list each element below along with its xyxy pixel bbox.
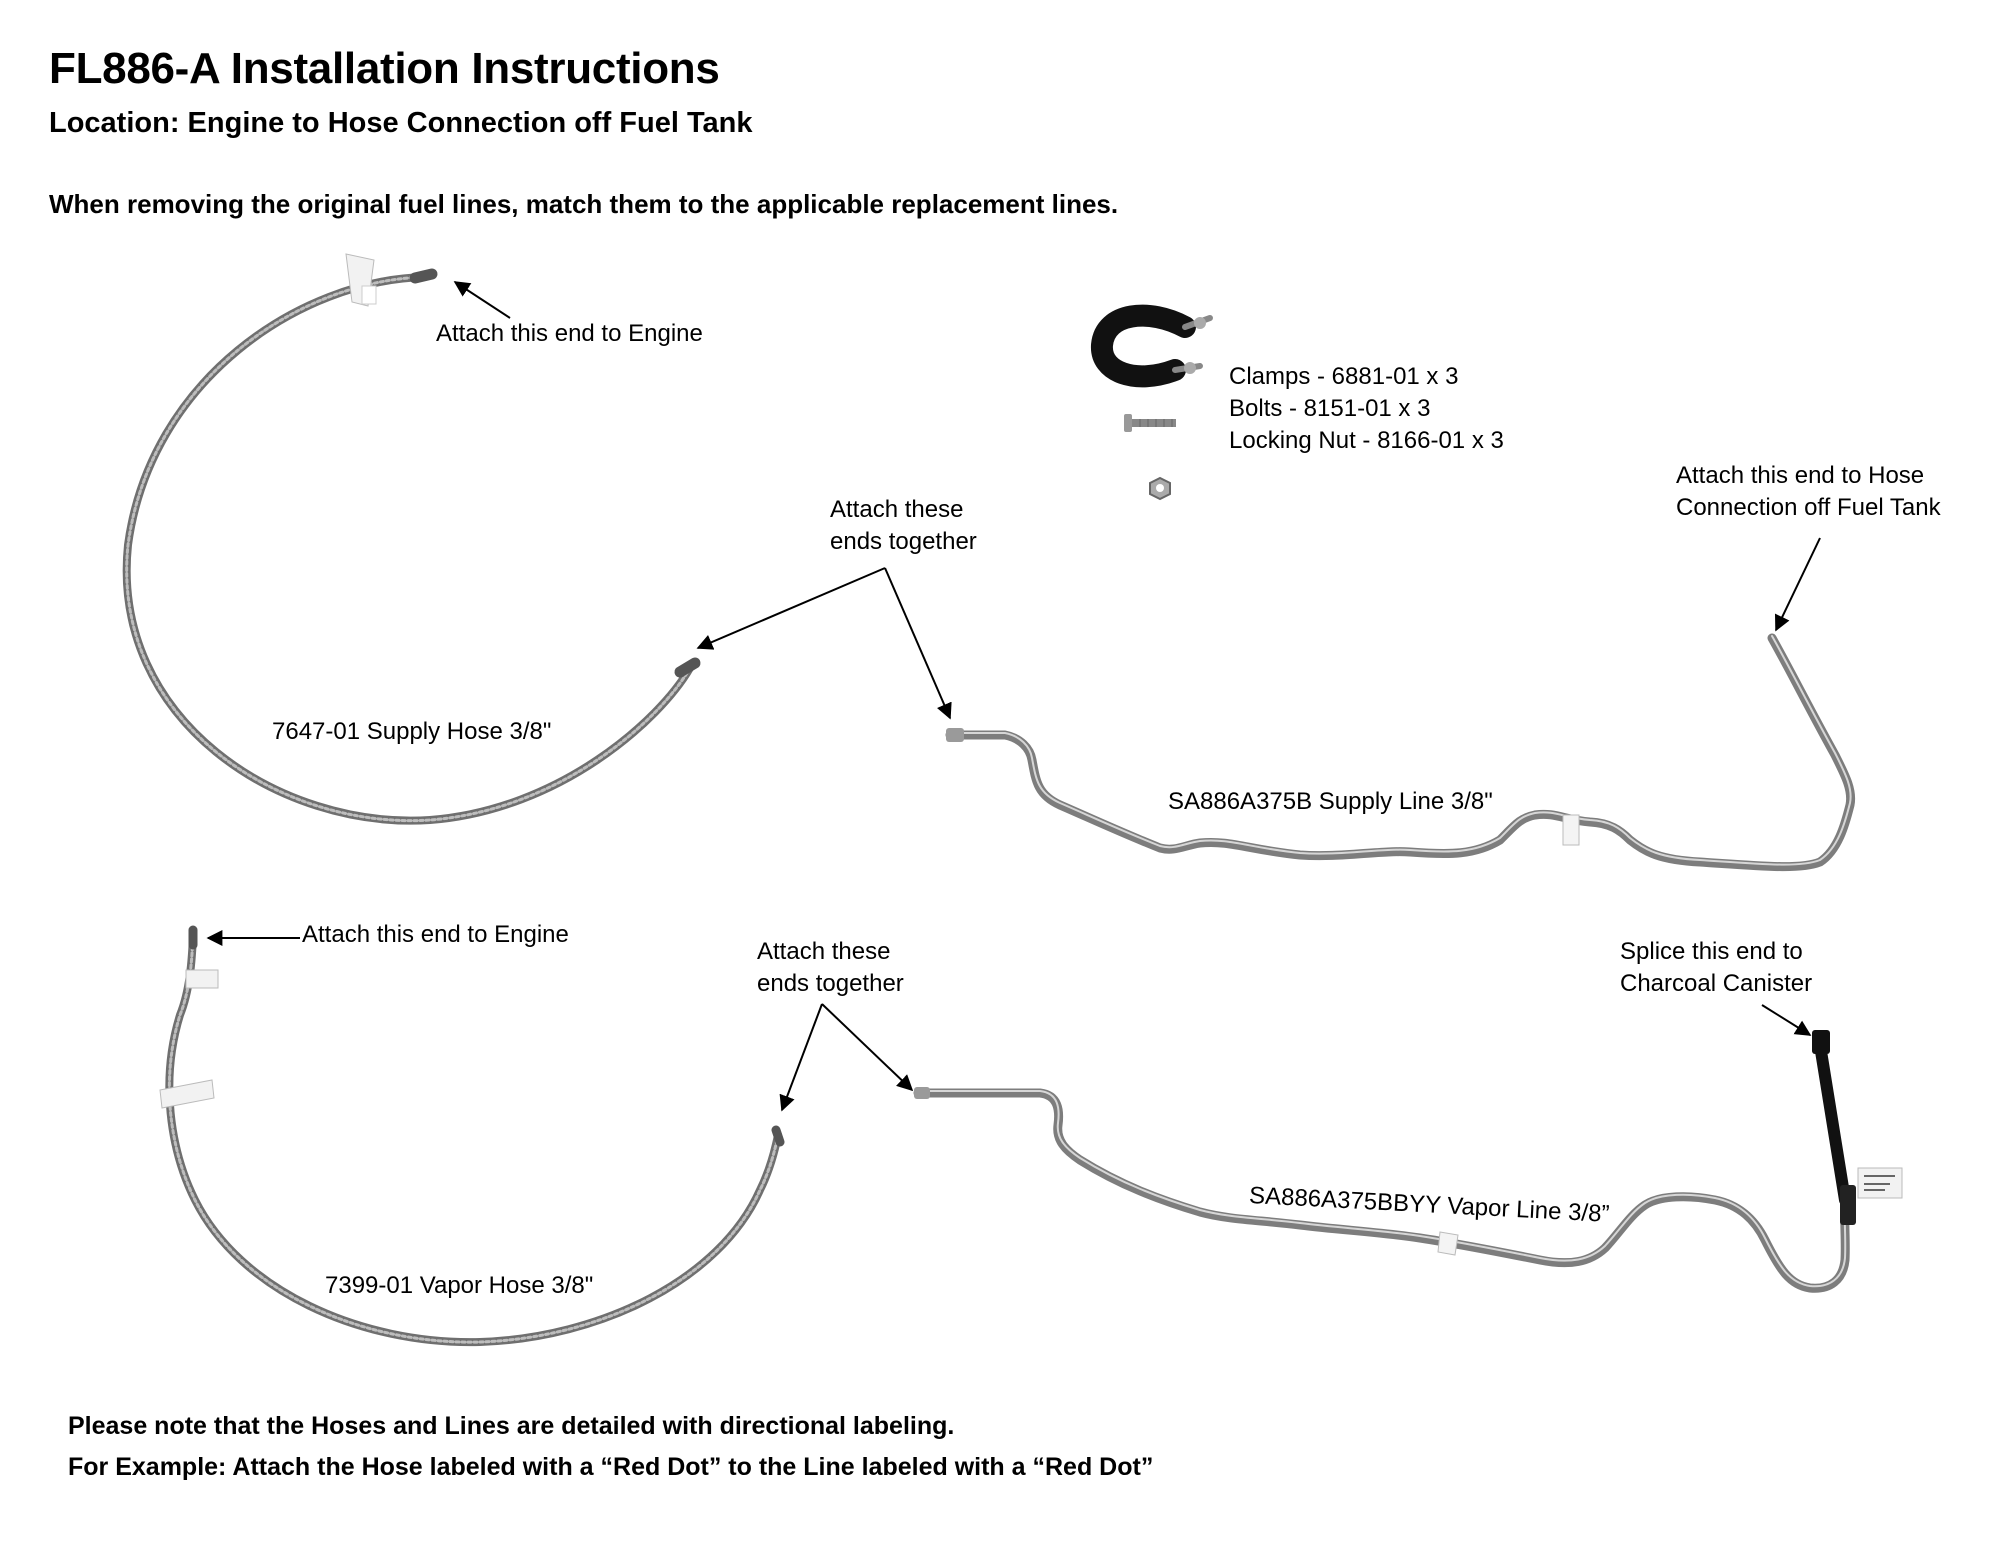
vapor-hose-tag-upper — [185, 969, 219, 989]
supply-join-callout-line-1: Attach these — [830, 496, 964, 523]
page-title: FL886-A Installation Instructions — [49, 44, 720, 93]
supply-engine-callout: Attach this end to Engine — [436, 320, 703, 347]
supply-join-arrow-right — [884, 567, 952, 720]
supply-hose-label: 7647-01 Supply Hose 3/8" — [272, 718, 552, 745]
vapor-join-callout: Attach these ends together — [757, 936, 904, 1000]
hardware-item-bolts: Bolts - 8151-01 x 3 — [1229, 395, 1431, 422]
supply-join-callout: Attach these ends together — [830, 494, 977, 558]
hardware-item-clamps: Clamps - 6881-01 x 3 — [1229, 363, 1459, 390]
supply-line-label: SA886A375B Supply Line 3/8" — [1168, 788, 1493, 815]
vapor-join-arrow-left — [779, 1003, 823, 1112]
canister-arrow — [1761, 1004, 1812, 1036]
intro-instruction: When removing the original fuel lines, m… — [49, 189, 1119, 219]
tank-callout-line-2: Connection off Fuel Tank — [1676, 494, 1941, 521]
supply-line — [945, 633, 1856, 872]
tank-callout: Attach this end to Hose Connection off F… — [1676, 460, 1941, 524]
hardware-list: Clamps - 6881-01 x 3 Bolts - 8151-01 x 3… — [1229, 361, 1504, 457]
bolt-part — [1124, 414, 1176, 432]
supply-join-arrow-left — [696, 567, 886, 650]
vapor-hose — [165, 925, 785, 1347]
red-dot-example-note: For Example: Attach the Hose labeled wit… — [68, 1453, 1154, 1481]
vapor-engine-callout: Attach this end to Engine — [302, 921, 569, 948]
charcoal-canister-connector — [1812, 1030, 1903, 1225]
directional-labeling-note: Please note that the Hoses and Lines are… — [68, 1412, 955, 1440]
vapor-hose-label: 7399-01 Vapor Hose 3/8" — [325, 1272, 594, 1299]
tank-callout-line-1: Attach this end to Hose — [1676, 462, 1925, 489]
supply-hose — [122, 268, 701, 825]
vapor-line-tag — [1437, 1231, 1459, 1256]
hardware-item-nuts: Locking Nut - 8166-01 x 3 — [1229, 427, 1504, 454]
canister-callout-line-2: Charcoal Canister — [1620, 970, 1813, 997]
supply-engine-arrow — [453, 281, 511, 319]
canister-callout: Splice this end to Charcoal Canister — [1620, 936, 1812, 1000]
supply-join-callout-line-2: ends together — [830, 528, 977, 555]
vapor-join-callout-line-2: ends together — [757, 970, 904, 997]
nut-part — [1149, 476, 1171, 501]
vapor-hose-tag-lower — [159, 1079, 215, 1109]
vapor-join-arrow-right — [821, 1003, 914, 1092]
vapor-line — [913, 1087, 1850, 1293]
supply-hose-tag — [345, 253, 377, 307]
supply-line-tag — [1562, 814, 1580, 846]
clamp-part — [1091, 304, 1213, 388]
location-subtitle: Location: Engine to Hose Connection off … — [49, 107, 753, 139]
vapor-join-callout-line-1: Attach these — [757, 938, 891, 965]
canister-callout-line-1: Splice this end to — [1620, 938, 1803, 965]
tank-arrow — [1774, 537, 1821, 632]
